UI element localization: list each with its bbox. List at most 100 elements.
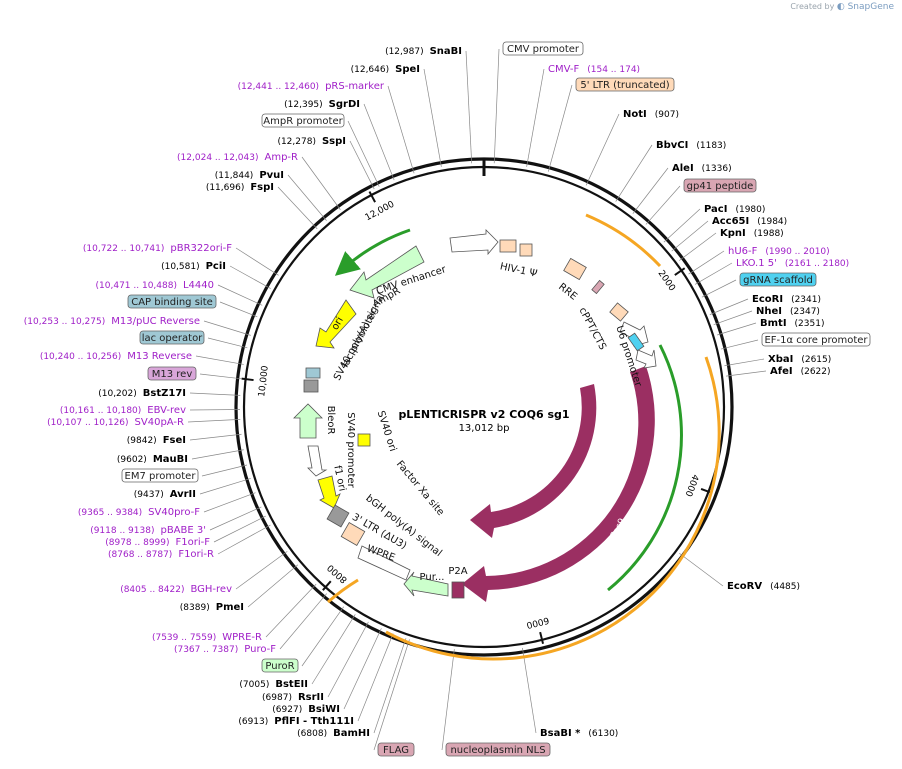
- site-name: SV40pro-F: [148, 507, 200, 518]
- position-label: (1183): [696, 141, 726, 151]
- leader-line: [201, 464, 248, 477]
- primer-label: (10,107 .. 10,126)SV40pA-R: [47, 417, 184, 428]
- feature-label: cPPT/CTS: [576, 306, 608, 352]
- feature-label: SV40 poly(A) signal: [332, 291, 388, 382]
- feature-tag: EM7 promoter: [121, 468, 199, 483]
- cas9-outer-arrow: [462, 366, 655, 602]
- leader-line: [724, 358, 765, 367]
- leader-line: [663, 208, 701, 243]
- site-name: RsrII: [298, 692, 324, 703]
- enzyme-label: XbaI(2615): [768, 354, 831, 365]
- primer-label: (8768 .. 8787)F1ori-R: [108, 549, 214, 560]
- primer-label: (8405 .. 8422)BGH-rev: [120, 584, 232, 595]
- leader-line: [441, 649, 455, 751]
- primer-label: (10,253 .. 10,275) M13/pUC Reverse: [24, 316, 200, 327]
- enzyme-label: BbvCI (1183): [656, 140, 726, 151]
- position-label: (10,253 .. 10,275): [24, 317, 105, 327]
- cppt-box: [609, 302, 629, 322]
- site-name: SnaBI: [430, 46, 462, 57]
- feature-tag-label: gRNA scaffold: [743, 275, 813, 286]
- tick-label: 2000: [656, 269, 677, 294]
- site-name: SgrDI: [329, 99, 360, 110]
- position-label: (10,722 .. 10,741): [83, 244, 164, 254]
- green-feature-top-left: [334, 228, 411, 276]
- position-label: (9602): [117, 455, 147, 465]
- site-name: Amp-R: [265, 152, 299, 163]
- leader-line: [327, 621, 369, 698]
- position-label: (6130): [588, 729, 618, 739]
- orange-feature-right: [585, 213, 662, 268]
- sv40-ori-box: [357, 433, 371, 447]
- leader-line: [373, 639, 410, 751]
- site-name: PacI: [704, 204, 727, 215]
- site-name: BbvCI: [656, 140, 688, 151]
- leader-line: [199, 373, 242, 380]
- feature-tag: gp41 peptide: [683, 178, 757, 193]
- feature-tag: nucleoplasmin NLS: [445, 742, 551, 757]
- primer-label: (10,161 .. 10,180)EBV-rev: [60, 405, 186, 416]
- tick-label: 4000: [682, 473, 700, 498]
- position-label: (7539 .. 7559): [152, 633, 216, 643]
- plasmid-size: 13,012 bp: [459, 423, 510, 434]
- enzyme-label: (6927)BsiWI: [272, 704, 340, 715]
- enzyme-label: (10,581)PciI: [161, 261, 226, 272]
- leader-line: [522, 647, 537, 734]
- gp41-box: [591, 279, 605, 295]
- leader-line: [195, 355, 244, 365]
- leader-line: [287, 174, 327, 221]
- enzyme-label: KpnI(1988): [720, 228, 784, 239]
- enzyme-label: (6987)RsrII: [262, 692, 324, 703]
- site-name: WPRE-R: [222, 632, 262, 643]
- feature-tag: PuroR: [261, 658, 299, 673]
- feature-tag: AmpR promoter: [261, 113, 345, 128]
- leader-line: [203, 492, 256, 513]
- enzyme-label: AleI(1336): [672, 163, 732, 174]
- position-label: (907): [655, 110, 679, 120]
- feature-tag-label: EF-1α core promoter: [764, 335, 868, 346]
- plasmid-name: pLENTICRISPR v2 COQ6 sg1: [398, 408, 569, 421]
- site-name: PflFI - Tth111I: [274, 716, 354, 727]
- position-label: (2622): [801, 367, 831, 377]
- site-name: BsaBI *: [540, 728, 581, 739]
- enzyme-label: AfeI (2622): [770, 366, 831, 377]
- enzyme-label: NheI(2347): [756, 306, 820, 317]
- primer-label: (10,471 .. 10,488)L4440: [96, 280, 214, 291]
- tick-label: 8000: [326, 562, 350, 585]
- site-name: AfeI: [770, 366, 793, 377]
- site-name: AleI: [672, 163, 694, 174]
- enzyme-label: BmtI(2351): [760, 318, 824, 329]
- leader-line: [713, 310, 753, 326]
- feature-tag-label: 5' LTR (truncated): [580, 80, 669, 91]
- position-label: (8978 .. 8999): [105, 538, 169, 548]
- leader-line: [387, 85, 415, 174]
- credit-prefix: Created by: [790, 2, 835, 11]
- position-label: (12,024 .. 12,043): [177, 153, 258, 163]
- position-label: (1984): [757, 217, 787, 227]
- cap-lac-box: [305, 367, 321, 379]
- site-name: PvuI: [259, 170, 284, 181]
- site-name: NheI: [756, 306, 782, 317]
- feature-tag: FLAG: [377, 742, 415, 757]
- feature-tag-label: AmpR promoter: [263, 116, 343, 127]
- feature-label: SV40 ori: [375, 410, 398, 453]
- feature-tag-label: gp41 peptide: [687, 181, 754, 192]
- leader-line: [725, 370, 767, 377]
- primer-label: (9365 .. 9384)SV40pro-F: [78, 507, 200, 518]
- leader-line: [229, 265, 271, 289]
- tick-mark: [539, 631, 544, 644]
- leader-line: [671, 220, 709, 252]
- leader-line: [217, 284, 263, 306]
- site-name: M13/pUC Reverse: [111, 316, 200, 327]
- site-name: Puro-F: [244, 644, 276, 655]
- feature-label: Factor Xa site: [394, 459, 446, 518]
- site-name: pBR322ori-F: [170, 243, 232, 254]
- enzyme-label: (10,202)BstZ17I: [98, 388, 186, 399]
- leader-line: [701, 279, 737, 298]
- feature-tag-label: CAP binding site: [131, 297, 213, 308]
- leader-line: [679, 552, 724, 587]
- leader-line: [189, 433, 242, 441]
- leader-line: [189, 409, 241, 411]
- site-name: LKO.1 5': [736, 258, 777, 269]
- enzyme-label: (11,844)PvuI: [215, 170, 284, 181]
